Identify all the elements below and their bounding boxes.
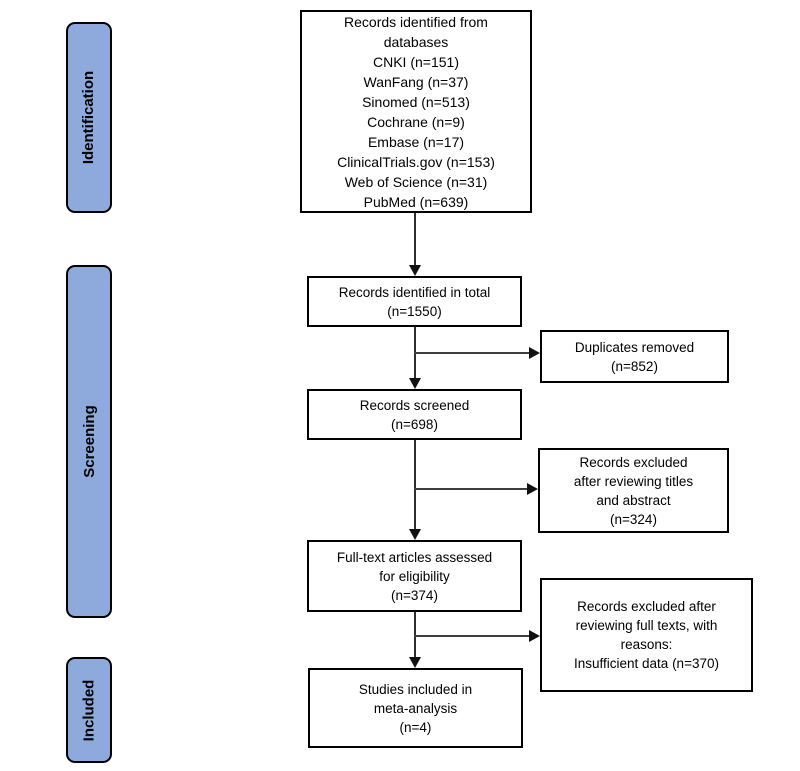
arrowhead-right-into-excluded-fulltext-icon bbox=[529, 630, 540, 642]
box-fulltext-articles-assessed-text: Full-text articles assessed for eligibil… bbox=[336, 549, 493, 603]
box-records-identified-from-databases: Records identified from databases CNKI (… bbox=[300, 10, 532, 213]
box-studies-included-meta-analysis: Studies included in meta-analysis (n=4) bbox=[308, 668, 523, 748]
arrow-line-screened-to-fulltext bbox=[414, 440, 416, 530]
arrow-line-branch-to-duplicates bbox=[414, 352, 529, 354]
arrowhead-down-into-meta-icon bbox=[409, 657, 421, 668]
arrowhead-right-into-duplicates-icon bbox=[529, 347, 540, 359]
box-fulltext-articles-assessed: Full-text articles assessed for eligibil… bbox=[307, 540, 522, 612]
box-records-identified-in-total: Records identified in total (n=1550) bbox=[307, 276, 522, 327]
stage-label-screening: Screening bbox=[80, 405, 98, 478]
stage-label-included: Included bbox=[80, 679, 98, 741]
arrow-line-branch-to-excluded-titles bbox=[414, 488, 527, 490]
box-records-excluded-titles-abstract-text: Records excluded after reviewing titles … bbox=[573, 454, 694, 527]
box-records-identified-from-databases-text: Records identified from databases CNKI (… bbox=[337, 13, 495, 210]
box-studies-included-meta-analysis-text: Studies included in meta-analysis (n=4) bbox=[358, 681, 473, 735]
box-records-identified-in-total-text: Records identified in total (n=1550) bbox=[338, 284, 491, 319]
stage-bar-identification: Identification bbox=[66, 22, 112, 213]
arrowhead-down-into-screened-icon bbox=[409, 378, 421, 389]
arrow-line-databases-to-total bbox=[414, 213, 416, 266]
arrow-line-branch-to-excluded-fulltext bbox=[414, 635, 529, 637]
box-records-screened: Records screened (n=698) bbox=[307, 389, 522, 440]
box-records-screened-text: Records screened (n=698) bbox=[359, 397, 470, 432]
stage-label-identification: Identification bbox=[80, 70, 98, 165]
box-records-excluded-titles-abstract: Records excluded after reviewing titles … bbox=[538, 448, 729, 533]
stage-bar-screening: Screening bbox=[66, 265, 112, 618]
box-duplicates-removed: Duplicates removed (n=852) bbox=[540, 330, 729, 383]
box-records-excluded-fulltext: Records excluded after reviewing full te… bbox=[540, 578, 753, 692]
arrowhead-down-into-fulltext-icon bbox=[409, 529, 421, 540]
arrowhead-right-into-excluded-titles-icon bbox=[527, 483, 538, 495]
stage-bar-included: Included bbox=[66, 657, 112, 763]
arrowhead-down-into-total-icon bbox=[409, 265, 421, 276]
box-duplicates-removed-text: Duplicates removed (n=852) bbox=[574, 339, 695, 374]
box-records-excluded-fulltext-text: Records excluded after reviewing full te… bbox=[574, 599, 719, 671]
